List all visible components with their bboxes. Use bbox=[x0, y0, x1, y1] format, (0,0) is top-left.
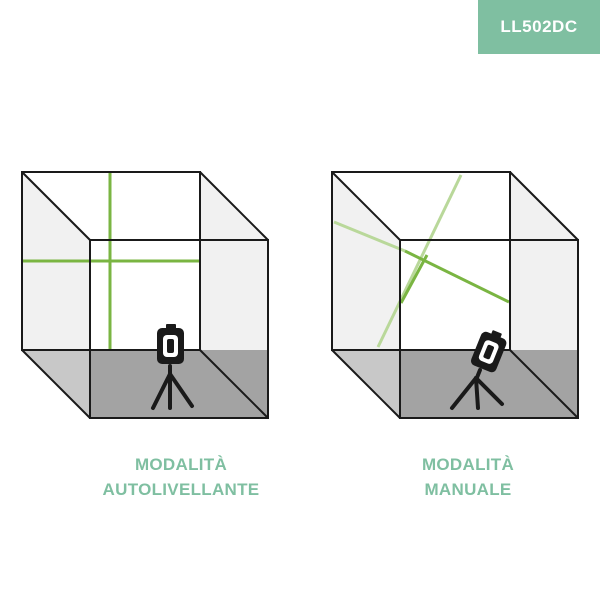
model-label: LL502DC bbox=[500, 17, 578, 36]
left-side-wall bbox=[332, 172, 400, 350]
manual-room bbox=[331, 171, 579, 419]
caption-line-1: MODALITÀ bbox=[421, 455, 515, 474]
room-outline bbox=[331, 171, 579, 419]
manual-caption: MODALITÀ MANUALE bbox=[348, 452, 588, 502]
tilted-laser-line-steep-dark bbox=[399, 254, 429, 304]
model-badge: LL502DC bbox=[478, 0, 600, 54]
caption-line-2: AUTOLIVELLANTE bbox=[102, 480, 260, 499]
caption-line-2: MANUALE bbox=[424, 480, 512, 499]
tilted-laser-line-shallow bbox=[404, 249, 510, 304]
tripod-icon bbox=[450, 368, 504, 410]
tilted-laser-line-steep bbox=[376, 174, 463, 348]
caption-line-1: MODALITÀ bbox=[134, 455, 228, 474]
laser-level-icon bbox=[157, 324, 184, 364]
tripod-icon bbox=[151, 364, 194, 410]
self-leveling-room bbox=[21, 171, 269, 419]
laser-level-icon bbox=[470, 330, 507, 373]
self-leveling-caption: MODALITÀ AUTOLIVELLANTE bbox=[61, 452, 301, 502]
room-outline bbox=[21, 171, 269, 419]
tilted-laser-line-shallow-light bbox=[333, 220, 406, 253]
back-floor bbox=[400, 350, 578, 418]
